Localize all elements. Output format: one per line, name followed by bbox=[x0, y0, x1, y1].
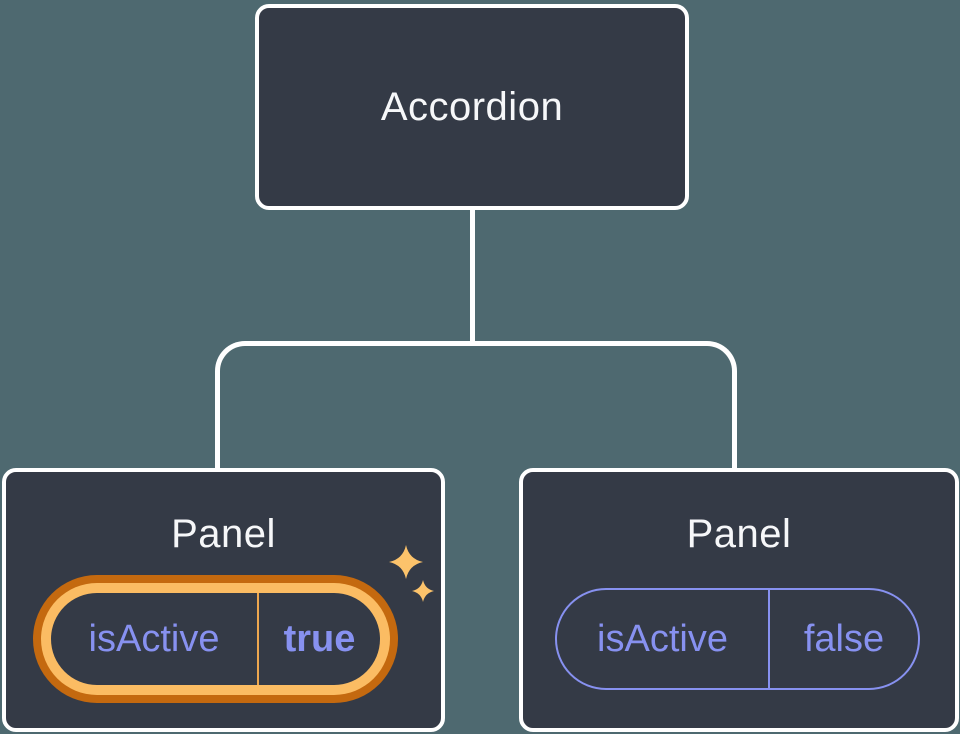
connector-trunk bbox=[470, 210, 475, 343]
highlight-ring-inner: isActive true bbox=[41, 583, 390, 695]
accordion-label: Accordion bbox=[380, 84, 564, 129]
sparkle-icon bbox=[389, 545, 434, 602]
pill-divider bbox=[257, 593, 259, 685]
state-prop-label: isActive bbox=[88, 618, 220, 660]
panel-label: Panel bbox=[686, 512, 792, 556]
panel-node-inactive: Panel isActive false bbox=[519, 468, 959, 732]
state-pill-active: isActive true bbox=[51, 593, 380, 685]
connector-branch bbox=[215, 341, 737, 468]
panel-node-active: Panel isActive true bbox=[2, 468, 445, 732]
state-pill-inactive: isActive false bbox=[555, 588, 920, 690]
state-prop-label: isActive bbox=[597, 618, 728, 660]
state-value-label: true bbox=[283, 618, 356, 660]
panel-label: Panel bbox=[171, 512, 276, 556]
accordion-node: Accordion bbox=[255, 4, 689, 210]
state-value-label: false bbox=[803, 618, 885, 660]
state-pill-active-highlight-ring: isActive true bbox=[33, 575, 398, 703]
pill-divider bbox=[768, 590, 770, 688]
